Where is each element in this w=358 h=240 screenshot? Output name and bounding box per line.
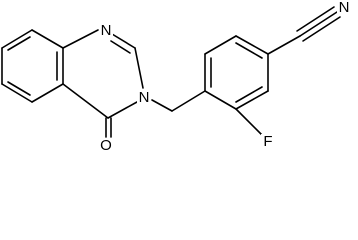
atom-label-fluorine: F bbox=[261, 134, 275, 149]
bond-n3-ch2 bbox=[151, 99, 173, 112]
bond-benzo-1-inner bbox=[7, 36, 31, 51]
bond-ar-6 bbox=[204, 90, 237, 110]
bond-benzo-1 bbox=[1, 29, 33, 49]
bond-triple-b bbox=[296, 6, 335, 32]
bond-benzo-3 bbox=[1, 83, 33, 103]
atom-label-nitrile-nitrogen: N bbox=[337, 0, 351, 16]
bond-benzo-6 bbox=[31, 29, 64, 49]
bond-ar-5 bbox=[235, 90, 269, 110]
bond-c2-n3 bbox=[134, 47, 144, 89]
atom-label-n1: N bbox=[99, 22, 113, 39]
bond-n1-c2-inner bbox=[110, 40, 131, 54]
bond-ar-cn bbox=[267, 35, 301, 55]
bond-ar-3 bbox=[235, 35, 269, 55]
chemical-structure-diagram: N N O F N bbox=[1, 0, 351, 154]
bond-benzo-3-inner bbox=[7, 81, 31, 96]
bond-c-f bbox=[235, 108, 263, 136]
bond-ar-3-inner bbox=[235, 42, 263, 59]
bond-n1-c2 bbox=[111, 33, 136, 49]
bond-triple-c bbox=[302, 16, 341, 42]
atom-label-carbonyl-oxygen: O bbox=[99, 137, 113, 154]
bond-ch2-aryl bbox=[171, 90, 206, 112]
bond-c8a-n1 bbox=[62, 29, 99, 49]
bond-triple-a bbox=[299, 11, 338, 37]
bond-ar-5-inner bbox=[235, 86, 263, 103]
bond-ar-2 bbox=[204, 35, 237, 55]
bond-c4-c4a bbox=[62, 83, 109, 119]
atom-label-n3: N bbox=[137, 89, 151, 106]
bond-skeleton bbox=[1, 6, 341, 138]
bond-benzo-4 bbox=[31, 83, 64, 103]
bond-n3-c4 bbox=[107, 101, 138, 119]
